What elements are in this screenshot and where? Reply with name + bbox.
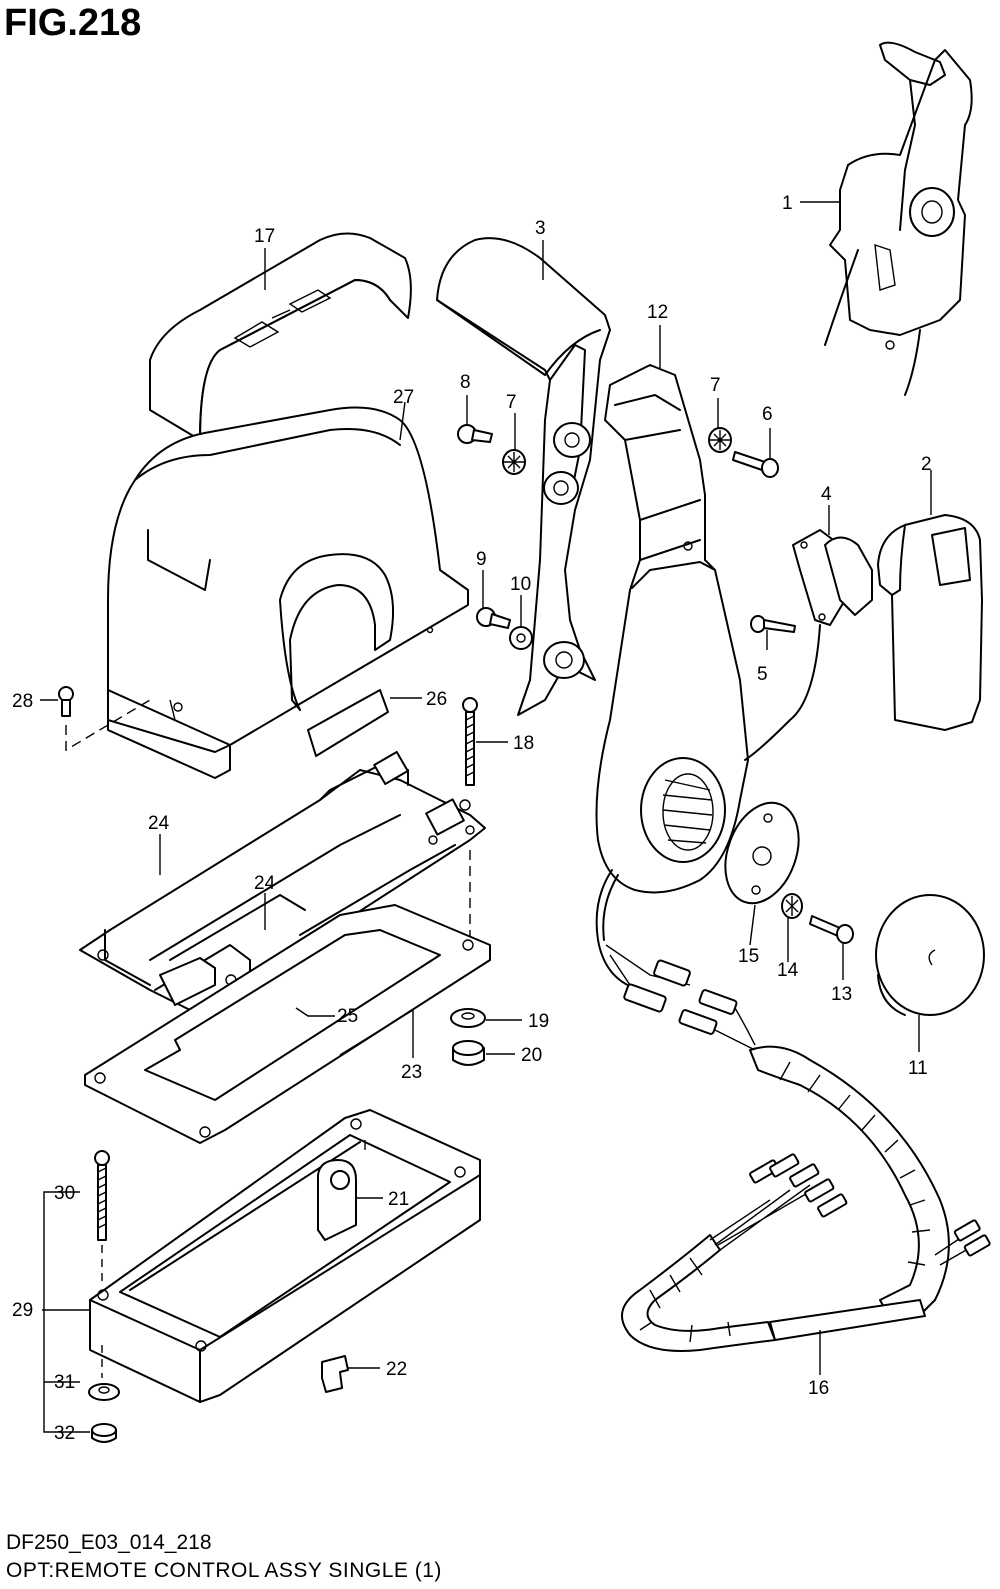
figure-title: FIG.218	[4, 2, 142, 44]
footer-code: DF250_E03_014_218	[6, 1531, 212, 1554]
part-12-control-arm[interactable]	[595, 364, 749, 894]
callout-4: 4	[821, 484, 832, 505]
part-10-washer[interactable]	[509, 626, 533, 650]
part-14-washer[interactable]	[781, 893, 803, 919]
callout-11: 11	[908, 1058, 928, 1079]
callout-labels: 1 2 3 4 5 6 7 7 8 9 10 11 12 13 14 15 16…	[12, 193, 932, 1444]
callout-14: 14	[777, 960, 799, 981]
part-11-round-cap[interactable]	[875, 894, 985, 1016]
callout-13: 13	[831, 984, 852, 1005]
callout-7-right: 7	[710, 375, 721, 396]
part-29-bottom-frame[interactable]	[89, 1109, 481, 1403]
callout-19: 19	[528, 1011, 549, 1032]
part-8-screw[interactable]	[457, 424, 493, 444]
part-20-nut[interactable]	[452, 1040, 485, 1066]
part-17-top-cover[interactable]	[149, 232, 412, 441]
callout-29: 29	[12, 1300, 33, 1321]
callout-12: 12	[647, 302, 668, 323]
callout-21: 21	[388, 1189, 409, 1210]
callout-7-left: 7	[506, 392, 517, 413]
leader-lines	[40, 201, 932, 1433]
part-6-screw[interactable]	[732, 451, 779, 478]
callout-22: 22	[386, 1359, 407, 1380]
callout-1: 1	[782, 193, 793, 214]
part-18-screw[interactable]	[462, 697, 478, 940]
callout-27: 27	[393, 387, 414, 408]
callout-24-upper: 24	[148, 813, 170, 834]
callout-32: 32	[54, 1423, 75, 1444]
callout-9: 9	[476, 549, 487, 570]
footer-description: OPT:REMOTE CONTROL ASSY SINGLE (1)	[6, 1559, 442, 1582]
part-7-washer-right[interactable]	[708, 427, 732, 453]
part-32-nut[interactable]	[91, 1423, 117, 1443]
part-28-screw[interactable]	[58, 686, 151, 752]
part-1-remote-control-assy[interactable]	[824, 41, 973, 396]
callout-8: 8	[460, 372, 471, 393]
callout-23: 23	[401, 1062, 422, 1083]
callout-2: 2	[921, 454, 932, 475]
callout-10: 10	[510, 574, 531, 595]
callout-24-lower: 24	[254, 873, 276, 894]
callout-15: 15	[738, 946, 759, 967]
part-13-screw[interactable]	[809, 915, 854, 944]
part-3-lever-cover[interactable]	[436, 237, 611, 716]
callout-28: 28	[12, 691, 33, 712]
part-23-gasket[interactable]	[84, 904, 491, 1144]
part-30-screw[interactable]	[94, 1150, 110, 1378]
part-5-screw[interactable]	[750, 615, 796, 633]
callout-6: 6	[762, 404, 773, 425]
part-26-bracket[interactable]	[307, 689, 389, 757]
callout-26: 26	[426, 689, 447, 710]
part-9-screw[interactable]	[476, 607, 511, 629]
callout-16: 16	[808, 1378, 829, 1399]
callout-17: 17	[254, 226, 275, 247]
callout-31: 31	[54, 1372, 75, 1393]
part-15-plate[interactable]	[712, 793, 811, 914]
callout-5: 5	[757, 664, 768, 685]
callout-3: 3	[535, 218, 546, 239]
part-7-washer-left[interactable]	[502, 449, 526, 475]
callout-25: 25	[337, 1006, 358, 1027]
part-22-clip[interactable]	[321, 1355, 349, 1393]
callout-30: 30	[54, 1183, 75, 1204]
part-31-washer[interactable]	[88, 1383, 120, 1401]
part-21-block[interactable]	[317, 1159, 357, 1241]
part-16-wiring-harness[interactable]	[595, 869, 991, 1352]
callout-18: 18	[513, 733, 534, 754]
part-19-washer[interactable]	[450, 1008, 486, 1028]
part-4-switch[interactable]	[744, 529, 873, 761]
callout-20: 20	[521, 1045, 542, 1066]
part-27-housing[interactable]	[107, 406, 469, 779]
part-2-handle-grip[interactable]	[877, 514, 983, 731]
